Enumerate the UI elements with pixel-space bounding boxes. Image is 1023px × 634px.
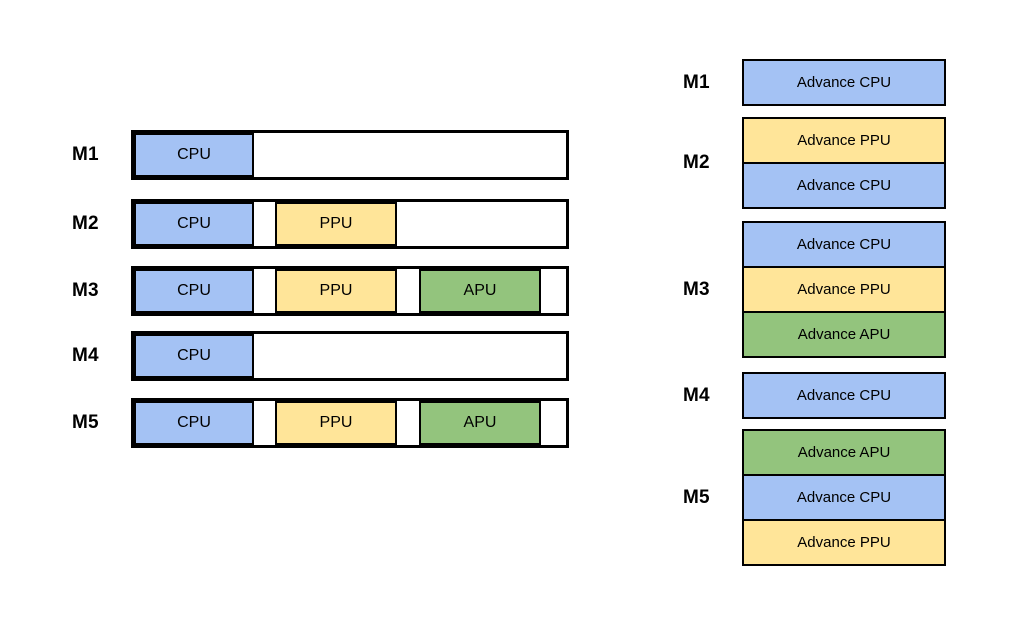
timeline-row-m4: M4 CPU [0,331,1023,381]
box-label: Advance CPU [796,236,892,253]
box-label: Advance CPU [796,74,892,91]
segment-cpu: CPU [134,202,254,246]
machine-label-m1: M1 [72,144,99,165]
box-label: Advance APU [797,326,891,343]
box-label: Advance CPU [796,177,892,194]
box-advance-cpu: Advance CPU [742,59,946,106]
box-advance-apu: Advance APU [742,429,946,476]
box-label: Advance PPU [797,534,891,551]
segment-apu: APU [419,401,541,445]
timeline-row-m2: M2 CPU PPU [0,199,1023,249]
box-advance-ppu: Advance PPU [742,519,946,566]
segment-label: CPU [177,282,211,299]
segment-cpu: CPU [134,334,254,378]
machine-label-m4: M4 [72,345,99,366]
box-advance-apu: Advance APU [742,311,946,358]
segment-cpu: CPU [134,401,254,445]
box-advance-ppu: Advance PPU [742,117,946,164]
box-advance-cpu: Advance CPU [742,221,946,268]
box-label: Advance PPU [797,281,891,298]
box-advance-cpu: Advance CPU [742,162,946,209]
timeline-bar-m1: CPU [131,130,569,180]
box-advance-cpu: Advance CPU [742,474,946,521]
segment-label: PPU [319,282,353,299]
stack-boxes: Advance CPU Advance PPU Advance APU [742,221,946,358]
machine-label-m5: M5 [683,486,710,508]
timeline-row-m1: M1 CPU [0,130,1023,180]
stack-boxes: Advance CPU [742,372,946,419]
segment-ppu: PPU [275,269,397,313]
box-label: Advance CPU [796,387,892,404]
box-advance-cpu: Advance CPU [742,372,946,419]
box-label: Advance CPU [796,489,892,506]
box-label: Advance APU [797,444,891,461]
segment-label: CPU [177,215,211,232]
segment-apu: APU [419,269,541,313]
segment-label: PPU [319,414,353,431]
segment-label: CPU [177,347,211,364]
segment-label: CPU [177,414,211,431]
timeline-bar-m4: CPU [131,331,569,381]
stack-boxes: Advance CPU [742,59,946,106]
machine-label-m2: M2 [72,213,99,234]
segment-label: APU [463,414,497,431]
machine-label-m4: M4 [683,384,710,406]
segment-ppu: PPU [275,202,397,246]
machine-label-m5: M5 [72,412,99,433]
segment-label: CPU [177,146,211,163]
timeline-bar-m3: CPU PPU APU [131,266,569,316]
segment-label: APU [463,282,497,299]
timeline-bar-m2: CPU PPU [131,199,569,249]
segment-cpu: CPU [134,269,254,313]
segment-label: PPU [319,215,353,232]
machine-label-m3: M3 [683,278,710,300]
timeline-row-m3: M3 CPU PPU APU [0,266,1023,316]
machine-label-m2: M2 [683,152,710,173]
box-label: Advance PPU [797,132,891,149]
machine-label-m1: M1 [683,71,710,93]
timeline-row-m5: M5 CPU PPU APU [0,398,1023,448]
stack-boxes: Advance APU Advance CPU Advance PPU [742,429,946,566]
segment-cpu: CPU [134,133,254,177]
box-advance-ppu: Advance PPU [742,266,946,313]
segment-ppu: PPU [275,401,397,445]
stack-boxes: Advance PPU Advance CPU [742,117,946,209]
machine-label-m3: M3 [72,280,99,301]
timeline-bar-m5: CPU PPU APU [131,398,569,448]
